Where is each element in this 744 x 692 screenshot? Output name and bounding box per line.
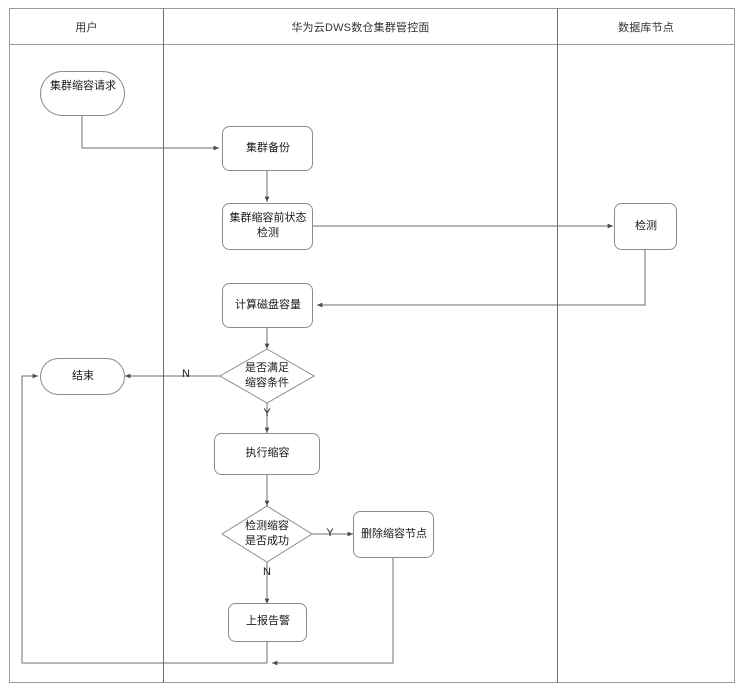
node-shape-do-shrink xyxy=(214,433,320,475)
node-end[interactable] xyxy=(40,358,126,396)
node-backup[interactable] xyxy=(222,126,314,172)
lane-header-db-node: 数据库节点 xyxy=(618,22,674,34)
node-condition-check[interactable] xyxy=(220,349,314,403)
node-pre-check[interactable] xyxy=(222,203,314,251)
edge-label-success-no: N xyxy=(263,566,271,578)
node-shape-report-alarm xyxy=(228,603,307,642)
edge-detect-calcdisk xyxy=(317,250,646,308)
node-shape-condition-check xyxy=(218,348,316,404)
node-detect[interactable] xyxy=(614,203,678,251)
node-shape-success-check xyxy=(221,505,313,563)
edge-delete-return xyxy=(272,557,394,666)
edge-label-condition-yes: Y xyxy=(263,407,271,419)
edge-label-success-yes: Y xyxy=(326,527,334,539)
node-shape-end xyxy=(40,358,125,395)
node-calc-disk[interactable] xyxy=(222,283,314,329)
edge-label-condition-no: N xyxy=(182,368,190,380)
node-success-check[interactable] xyxy=(222,506,314,562)
node-shape-calc-disk xyxy=(222,283,313,328)
node-do-shrink[interactable] xyxy=(214,433,321,476)
swimlane-frame xyxy=(9,8,735,683)
node-start[interactable] xyxy=(40,71,126,117)
node-report-alarm[interactable] xyxy=(228,603,308,643)
lane-header-user: 用户 xyxy=(75,22,98,34)
node-shape-backup xyxy=(222,126,313,171)
node-shape-delete-node xyxy=(353,511,434,558)
node-delete-node[interactable] xyxy=(353,511,435,559)
node-shape-detect xyxy=(614,203,677,250)
node-shape-start xyxy=(40,71,125,116)
node-shapes xyxy=(40,71,677,642)
edge-start-backup xyxy=(81,115,219,151)
connectors xyxy=(21,115,646,666)
edge-return-to-end xyxy=(21,373,267,664)
node-shape-pre-check xyxy=(222,203,313,250)
lane-header-control-plane: 华为云DWS数仓集群管控面 xyxy=(291,22,430,34)
